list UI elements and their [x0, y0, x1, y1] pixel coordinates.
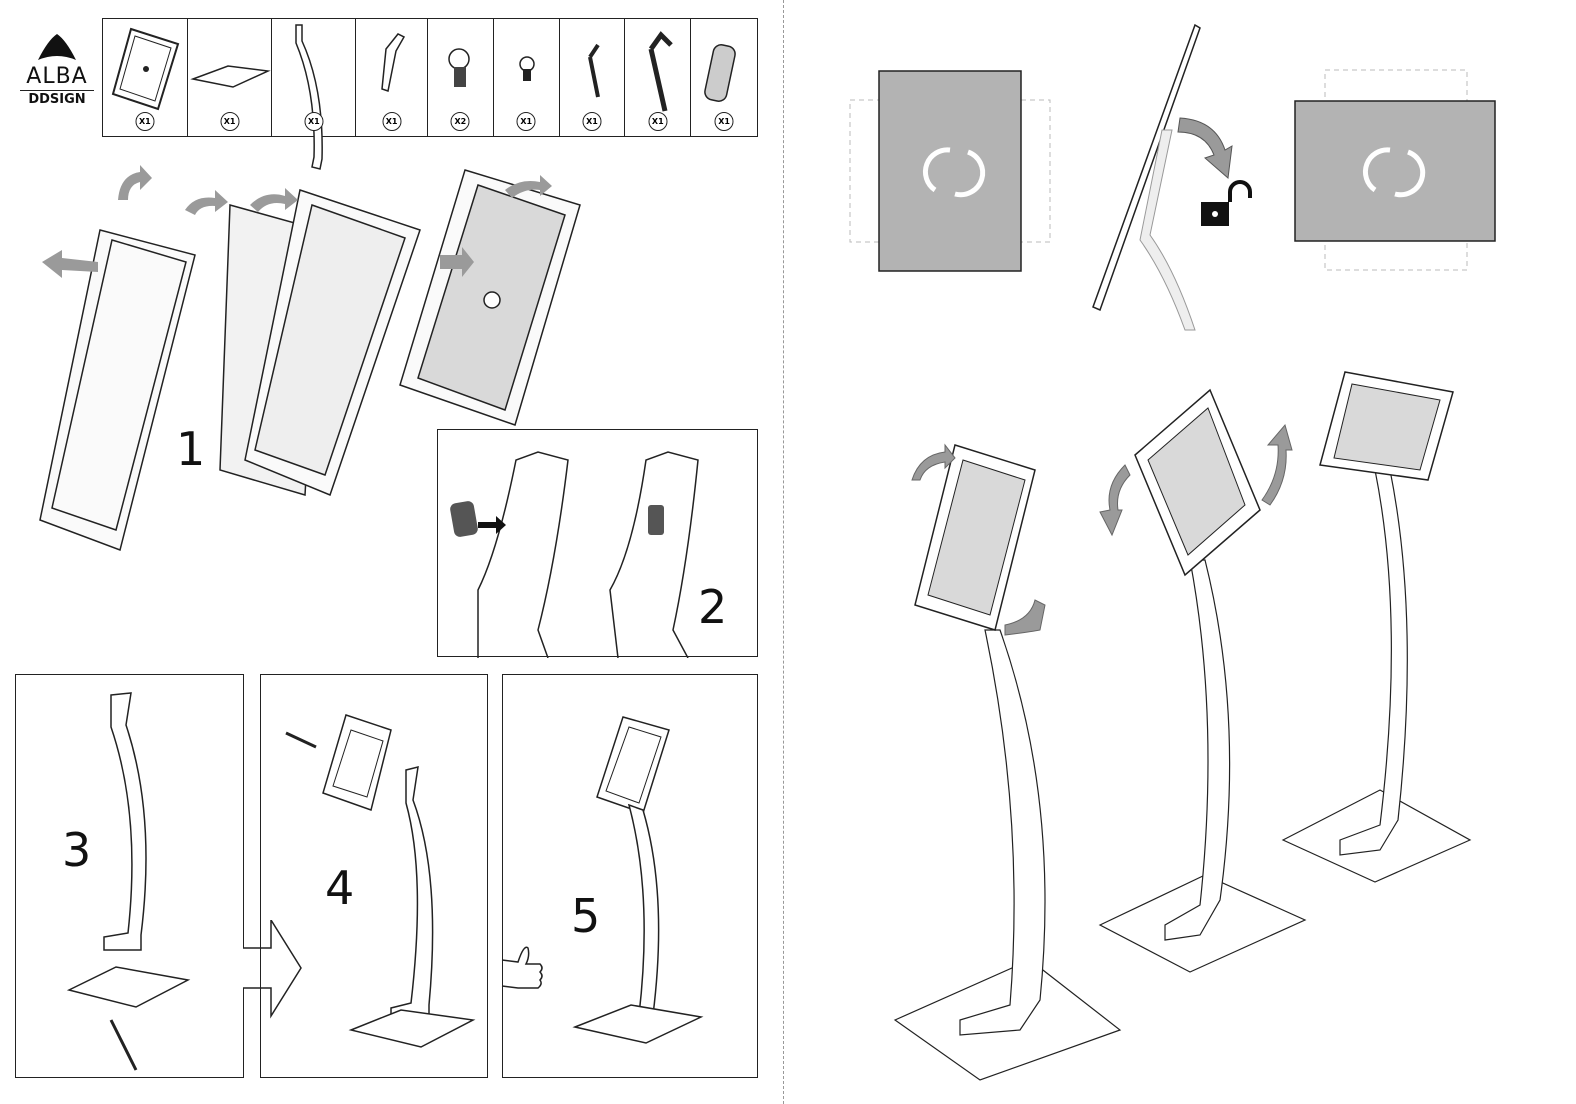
part-large-screw: X2: [428, 19, 494, 136]
frame-icon: [111, 27, 180, 111]
small-screw-icon: [519, 56, 535, 81]
step3-illustration: [66, 692, 191, 1071]
part-qty: X1: [648, 112, 668, 131]
tilt-arrow-icon: [1177, 117, 1233, 179]
step-number-1: 1: [176, 422, 206, 476]
part-qty: X1: [714, 112, 734, 131]
step3-panel: 3: [15, 674, 244, 1078]
step5-illustration: [572, 716, 704, 1044]
adjust-arrow-icon: [911, 423, 1293, 636]
landscape-panel: [1294, 100, 1496, 242]
pad-icon: [704, 44, 737, 102]
curved-pole-icon: [295, 24, 324, 170]
logo-mark-icon: [38, 34, 76, 60]
large-hex-key-icon: [648, 31, 674, 112]
parts-list: X1 X1 X1 X1 X2 X1 X1 X1 X1: [102, 18, 758, 170]
part-qty: X1: [516, 112, 536, 131]
part-qty: X2: [450, 112, 470, 131]
portrait-panel: [878, 70, 1022, 272]
small-hex-key-icon: [587, 43, 600, 98]
logo-brand: ALBA: [26, 64, 88, 89]
step5-panel: 5: [502, 674, 758, 1078]
part-curved-pole: X1: [272, 19, 357, 170]
part-large-hex-key: X1: [625, 19, 692, 136]
rotate-icon: [1363, 147, 1426, 198]
part-small-hex-key: X1: [560, 19, 626, 136]
part-pad: X1: [691, 19, 757, 136]
part-qty: X1: [135, 112, 155, 131]
step2-illustration: [450, 451, 699, 658]
brand-logo: ALBA DDSIGN: [18, 30, 96, 107]
step2-panel: 2: [437, 429, 758, 658]
part-qty: X1: [304, 112, 324, 131]
next-step-arrow-icon: [243, 920, 302, 1019]
step1-illustration: [39, 165, 581, 551]
part-qty: X1: [382, 112, 402, 131]
part-small-screw: X1: [494, 19, 560, 136]
logo-sub: DDSIGN: [28, 92, 86, 107]
large-screw-icon: [448, 48, 470, 87]
unlock-icon: [1201, 180, 1252, 226]
bracket-icon: [381, 33, 406, 92]
rotate-arrow-icon: [42, 165, 552, 278]
thumbs-up-icon: [501, 946, 543, 989]
rotate-icon: [923, 147, 986, 198]
base-plate-icon: [189, 65, 271, 88]
part-qty: X1: [582, 112, 602, 131]
page-divider: [783, 0, 784, 1104]
part-frame: X1: [103, 19, 188, 136]
part-qty: X1: [220, 112, 240, 131]
step-number-4: 4: [325, 861, 355, 915]
step4-panel: 4: [260, 674, 488, 1078]
step-number-3: 3: [62, 823, 92, 877]
step-number-5: 5: [571, 889, 601, 943]
part-bracket: X1: [356, 19, 428, 136]
step-number-2: 2: [698, 580, 728, 634]
step4-illustration: [285, 714, 476, 1048]
part-base-plate: X1: [188, 19, 273, 136]
